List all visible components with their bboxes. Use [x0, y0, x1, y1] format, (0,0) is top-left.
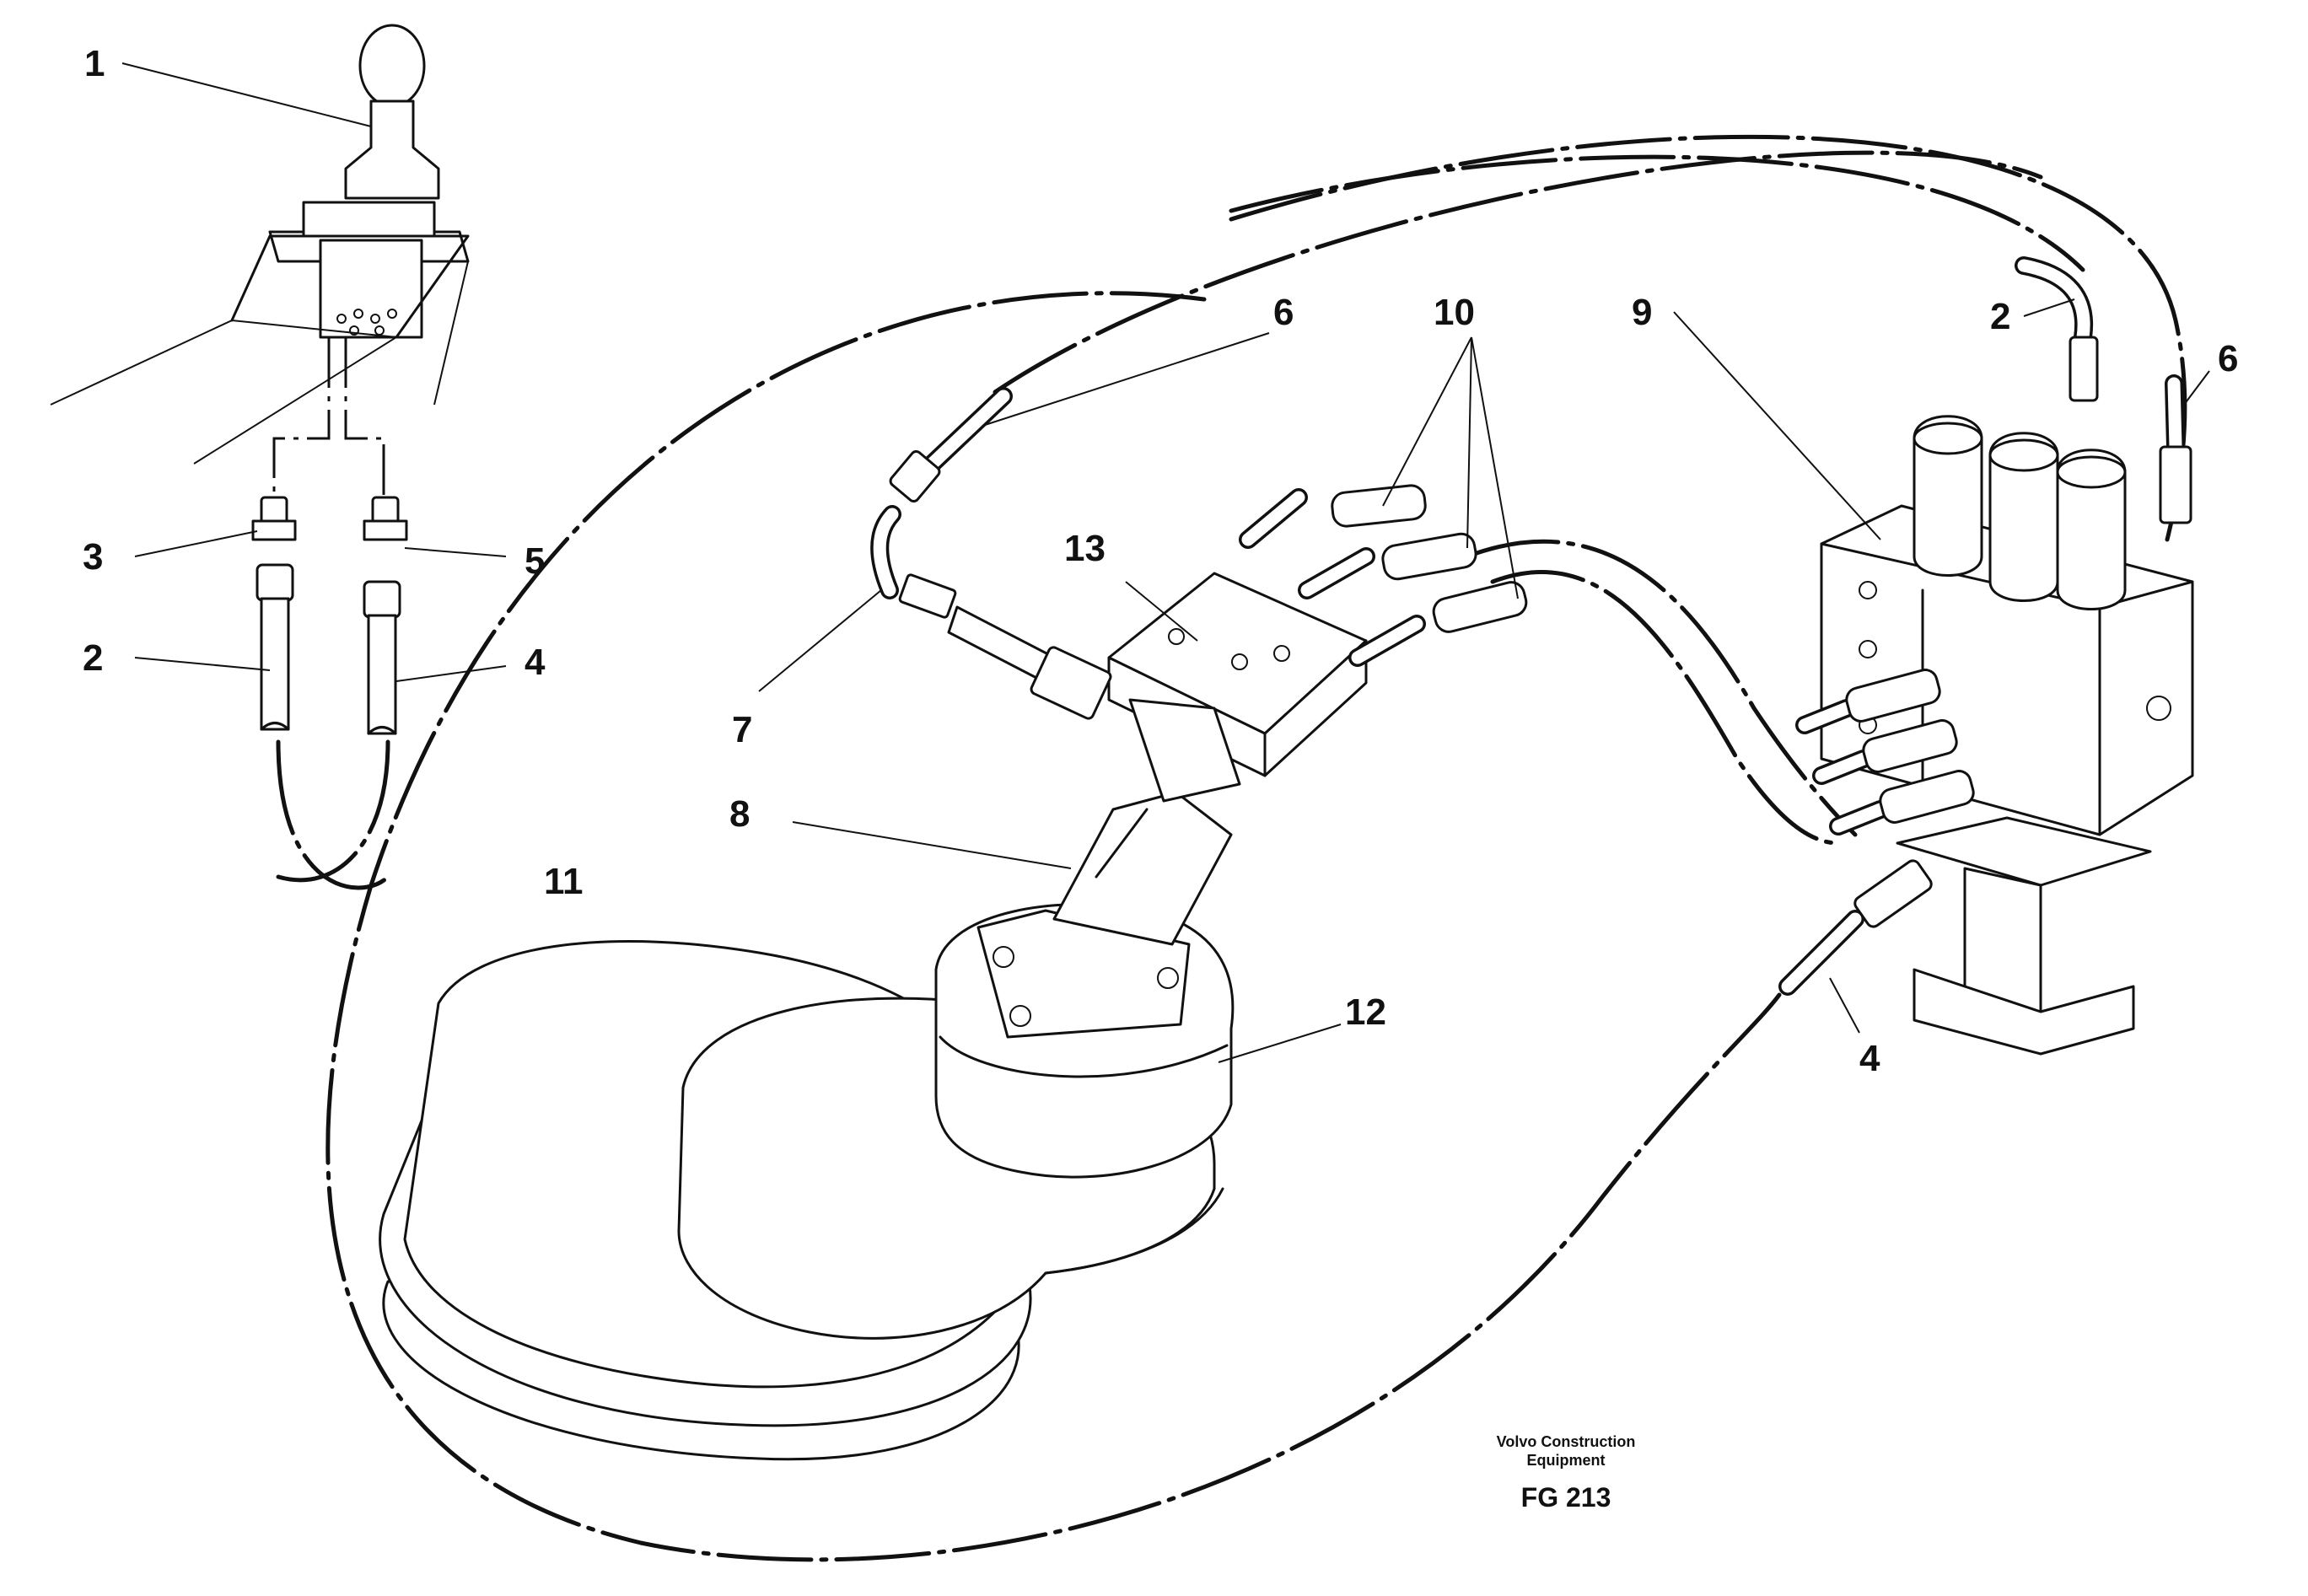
callout-11: 11 — [544, 861, 584, 902]
valve-block-13 — [1107, 572, 1368, 803]
callout-4-right: 4 — [1859, 1038, 1880, 1079]
callout-3: 3 — [83, 536, 103, 578]
fitting-3 — [251, 496, 297, 541]
elbow-7 — [870, 505, 1112, 720]
hose-2-right — [2015, 256, 2099, 402]
callout-2-left: 2 — [83, 637, 103, 679]
hose-4-left — [363, 580, 401, 735]
callout-7: 7 — [732, 709, 752, 750]
caption-company-line2: Equipment — [1527, 1452, 1606, 1469]
callout-9: 9 — [1632, 292, 1652, 333]
callout-12: 12 — [1345, 991, 1386, 1033]
control-valve-9 — [1820, 415, 2194, 1056]
hoses-10 — [1239, 484, 1528, 667]
control-lever — [50, 24, 470, 497]
leader-lines — [121, 62, 2210, 1063]
callout-8: 8 — [729, 793, 750, 835]
callout-6-right: 6 — [2218, 338, 2238, 379]
swing-motor-8 — [976, 791, 1233, 1039]
hose-routing-lines — [276, 134, 2187, 1562]
fitting-5 — [363, 496, 408, 541]
callout-2-right: 2 — [1990, 296, 2010, 337]
lever-ports — [336, 309, 397, 336]
caption-company-line1: Volvo Construction — [1497, 1433, 1636, 1450]
callout-1: 1 — [84, 43, 105, 84]
figure-caption: Volvo Construction Equipment FG 213 — [1497, 1433, 1636, 1513]
caption-figure-code: FG 213 — [1521, 1482, 1611, 1513]
hose-6-right — [2159, 374, 2192, 524]
callout-4-left: 4 — [525, 642, 546, 683]
callout-5: 5 — [525, 540, 545, 582]
hose-2-left — [256, 563, 294, 731]
callouts: 1 2 3 5 4 6 7 8 9 10 11 12 13 2 6 4 — [83, 43, 2238, 1079]
callout-13: 13 — [1064, 528, 1106, 569]
hose-4-right — [1778, 859, 1933, 996]
callout-10: 10 — [1434, 292, 1475, 333]
valve-hose-fittings — [1795, 669, 1975, 836]
callout-6-center: 6 — [1273, 292, 1294, 333]
hose-6-center — [889, 387, 1013, 503]
